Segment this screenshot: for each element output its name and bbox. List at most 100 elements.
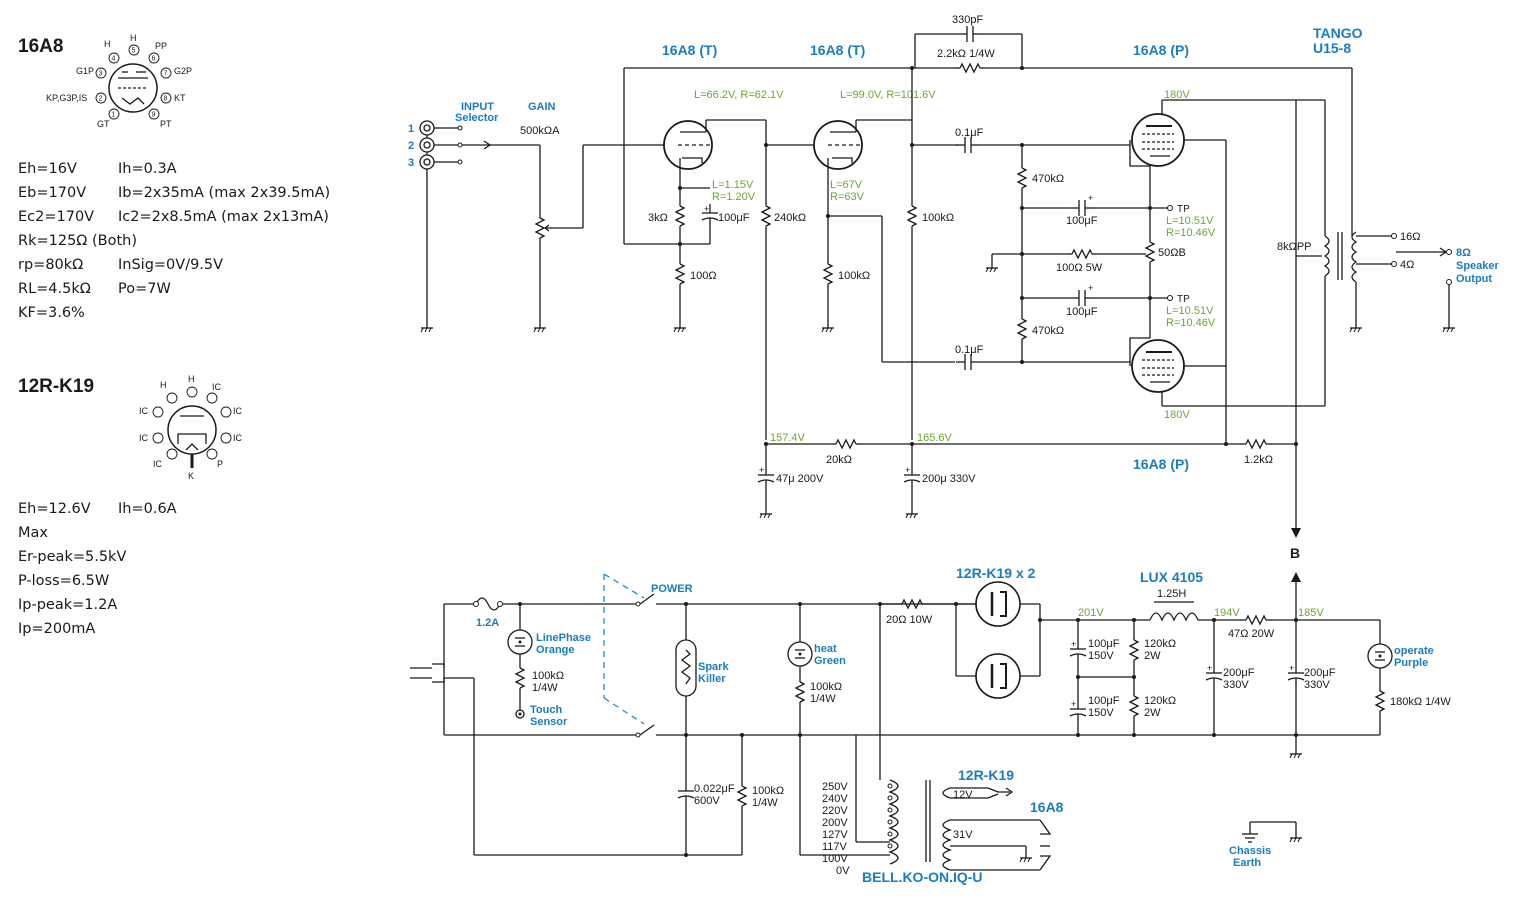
spec-12rk19-6: Ip=200mA — [18, 621, 95, 637]
c-0022u-v: 600V — [694, 795, 720, 807]
pin-12rk19-ic2: IC — [139, 406, 149, 416]
test-point-2: TP — [1177, 294, 1190, 305]
c-100u-3: 100μF — [1066, 306, 1098, 318]
pin-16a8-7: 7 — [164, 71, 168, 78]
test-point-1: TP — [1177, 204, 1190, 215]
spec-16a8-1a: Eb=170V — [18, 185, 86, 201]
r-180k: 180kΩ 1/4W — [1390, 696, 1451, 708]
svg-text:+: + — [1071, 639, 1076, 649]
c-100u-psu-2: 100μF — [1088, 695, 1120, 707]
spec-16a8-0a: Eh=16V — [18, 161, 77, 177]
b-voltage-2: 165.6V — [917, 432, 953, 444]
spec-12rk19-1: Ih=0.6A — [118, 501, 177, 517]
tango-label: TANGO — [1313, 25, 1363, 41]
power-transformer-label: BELL.KO-ON.IQ-U — [862, 869, 983, 885]
input-jack-3[interactable] — [419, 154, 435, 170]
gain-pot[interactable] — [535, 211, 545, 245]
fuse-rating: 1.2A — [476, 617, 499, 629]
pin-12rk19-h1: H — [160, 380, 167, 390]
tube-16a8-pinout: 4 5 6 3 7 2 8 1 9 H H PP G1P G2P KP,G3P,… — [46, 33, 192, 129]
tap-250: 250V — [822, 781, 848, 793]
r-120k-1: 120kΩ — [1144, 638, 1176, 650]
input-jack-2[interactable] — [419, 137, 435, 153]
ot-16ohm: 16Ω — [1400, 231, 1420, 243]
pin-16a8-8: 8 — [164, 96, 168, 103]
pin-12rk19-ic3: IC — [233, 406, 243, 416]
r-50-bias: 50ΩB — [1158, 247, 1186, 259]
pin-12rk19-ic6: IC — [153, 459, 163, 469]
pin-16a8-1: 1 — [112, 112, 116, 119]
spk-output: Output — [1456, 273, 1492, 285]
r-100-5w: 100Ω 5W — [1056, 262, 1103, 274]
pin-16a8-h1: H — [104, 39, 111, 49]
tap-labels: 250V 240V 220V 200V 127V 117V 100V 0V — [822, 781, 850, 877]
tube-16a8-p2 — [1131, 339, 1185, 393]
sec-rect-label: 12R-K19 — [958, 767, 1014, 783]
pin-16a8-g2p: G2P — [174, 66, 192, 76]
spec-16a8-2a: Ec2=170V — [18, 209, 94, 225]
stage2-plate-voltage: L=99.0V, R=101.6V — [840, 89, 936, 101]
b-voltage-1: 157.4V — [770, 432, 806, 444]
power-switch-bottom[interactable] — [639, 724, 655, 736]
linephase-color: Orange — [536, 644, 575, 656]
rectifier-2 — [974, 652, 1022, 700]
heat-label: heat — [814, 643, 837, 655]
power-label: POWER — [651, 583, 693, 595]
ot-4ohm: 4Ω — [1400, 259, 1414, 271]
tap-0: 0V — [836, 865, 850, 877]
pin-16a8-kt: KT — [174, 93, 186, 103]
svg-text:+: + — [1207, 663, 1212, 673]
c-100u-2: 100μF — [1066, 215, 1098, 227]
spec-16a8-4a: rp=80kΩ — [18, 257, 83, 273]
pin-12rk19-p: P — [217, 459, 223, 469]
spec-12rk19-4: P-loss=6.5W — [18, 573, 109, 589]
c-330p: 330pF — [952, 14, 983, 26]
pin-16a8-kgis: KP,G3P,IS — [46, 93, 87, 103]
rectifier-1 — [974, 580, 1022, 628]
amplifier-circuit: 1 2 3 INPUT Selector GAIN 500kΩA 16A8 (T… — [408, 14, 1500, 561]
r-100k-heat-w: 1/4W — [810, 693, 836, 705]
r-100k-2: 100kΩ — [838, 270, 870, 282]
pin-16a8-6: 6 — [152, 56, 156, 63]
r-470k-2: 470kΩ — [1032, 325, 1064, 337]
gain-pot-value: 500kΩA — [520, 125, 560, 137]
r-470k-1: 470kΩ — [1032, 173, 1064, 185]
tube-16a8-title: 16A8 — [18, 36, 63, 57]
pin-16a8-4: 4 — [112, 56, 116, 63]
r-100k-lamp: 100kΩ — [532, 670, 564, 682]
spark-killer — [675, 639, 697, 697]
v-201: 201V — [1078, 607, 1104, 619]
svg-text:+: + — [759, 465, 764, 475]
svg-text:+: + — [704, 204, 709, 214]
power-supply-circuit: 1.2A LinePhase Orange 100kΩ 1/4W Touch S… — [410, 565, 1451, 885]
spec-16a8-3a: Rk=125Ω (Both) — [18, 233, 137, 249]
operate-color: Purple — [1394, 657, 1428, 669]
svg-text:+: + — [1071, 699, 1076, 709]
c-100u-1: 100μF — [718, 212, 750, 224]
tube-16a8-t2 — [813, 120, 863, 170]
tap-100: 100V — [822, 853, 848, 865]
r-120k-2-w: 2W — [1144, 707, 1161, 719]
c-200u-psu-1: 200μF — [1223, 667, 1255, 679]
pin-16a8-pp: PP — [155, 41, 167, 51]
v-12: 12V — [953, 789, 973, 801]
svg-text:+: + — [1088, 283, 1093, 293]
power-switch-top[interactable] — [639, 593, 655, 605]
pin-16a8-h2: H — [130, 33, 137, 43]
tp1-r: R=10.46V — [1166, 227, 1216, 239]
pin-16a8-2: 2 — [99, 96, 103, 103]
spec-12rk19-0: Eh=12.6V — [18, 501, 91, 517]
touch-label-2: Sensor — [530, 716, 568, 728]
c-200u-psu-2-v: 330V — [1304, 679, 1330, 691]
c-200u: 200μ 330V — [922, 473, 976, 485]
r-20k: 20kΩ — [826, 454, 852, 466]
pin-12rk19-k: K — [188, 471, 194, 481]
spk-ohm: 8Ω — [1456, 247, 1471, 259]
r-100k-1: 100kΩ — [922, 212, 954, 224]
c-01u-2: 0.1μF — [955, 344, 984, 356]
out2-plate-voltage: 180V — [1164, 409, 1190, 421]
spec-12rk19-5: Ip-peak=1.2A — [18, 597, 117, 613]
tap-200: 200V — [822, 817, 848, 829]
input-jack-1[interactable] — [419, 120, 435, 136]
spec-16a8-5a: RL=4.5kΩ — [18, 281, 91, 297]
